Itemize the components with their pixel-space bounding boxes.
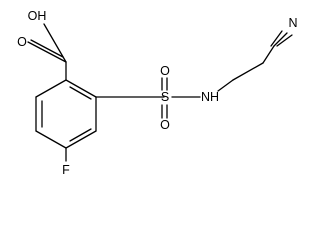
atom-label-nitrile-nitrogen: N (288, 16, 297, 30)
atom-label-sulfonamide-nitrogen: NH (201, 90, 219, 104)
sulfonyl-group (95, 77, 201, 119)
nitrile-triple-bond-3 (276, 34, 293, 47)
ring-bond-6 (35, 79, 67, 98)
ring-bond-4 (35, 130, 67, 149)
bond-ch2-c (262, 45, 275, 64)
benzene-ring (35, 79, 97, 149)
atom-label-sulfonyl-oxygen-top: O (160, 64, 170, 78)
ring-bond-3 (65, 130, 97, 149)
ring-bond-1 (65, 79, 97, 98)
atom-label-sulfur: S (161, 90, 169, 104)
atom-label-carbonyl-oxygen: O (17, 35, 27, 49)
bond-c-o-double-inner (30, 39, 64, 58)
ring-double-bond-b (69, 128, 92, 142)
ring-double-bond-a (69, 86, 92, 100)
bond-ch2-ch2 (232, 62, 264, 81)
bond-c-oh (43, 23, 67, 63)
atom-label-sulfonyl-oxygen-bottom: O (160, 118, 170, 132)
atom-label-hydroxyl: OH (28, 9, 47, 23)
carboxyl-group (27, 23, 67, 81)
nitrile-triple-bond-2 (273, 32, 288, 47)
bond-n-ch2 (217, 79, 234, 92)
chemical-structure: OH O O S O NH F N (17, 9, 297, 177)
atom-label-fluorine: F (62, 163, 70, 177)
bond-c-o-double-outer (27, 41, 67, 63)
nitrile-triple-bond-1 (270, 30, 283, 47)
cyanoethyl-chain (217, 30, 293, 92)
